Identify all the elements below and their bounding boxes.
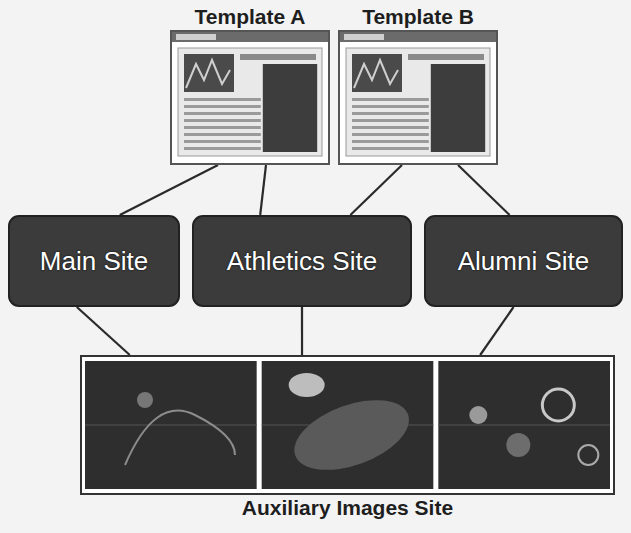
site-name: Athletics Site: [227, 246, 377, 277]
connector-line: [77, 307, 130, 355]
connector-line: [480, 307, 513, 355]
template-thumbnail: [170, 30, 330, 165]
connector-line: [120, 165, 218, 215]
site-box: Main Site: [8, 215, 180, 307]
connector-line: [458, 165, 510, 215]
node-heading: Auxiliary Images Site: [80, 495, 615, 521]
node-heading: Template A: [170, 4, 330, 30]
site-box: Athletics Site: [192, 215, 412, 307]
site-name: Main Site: [40, 246, 148, 277]
connector-line: [301, 307, 303, 355]
template-node: Template A: [170, 4, 330, 165]
template-thumbnail: [338, 30, 498, 165]
image-strip: [80, 355, 615, 495]
image-site-node: Auxiliary Images Site: [80, 355, 615, 521]
connector-line: [350, 165, 402, 215]
node-heading: Template B: [338, 4, 498, 30]
site-name: Alumni Site: [458, 246, 590, 277]
site-box: Alumni Site: [424, 215, 623, 307]
connector-line: [260, 165, 266, 215]
template-node: Template B: [338, 4, 498, 165]
